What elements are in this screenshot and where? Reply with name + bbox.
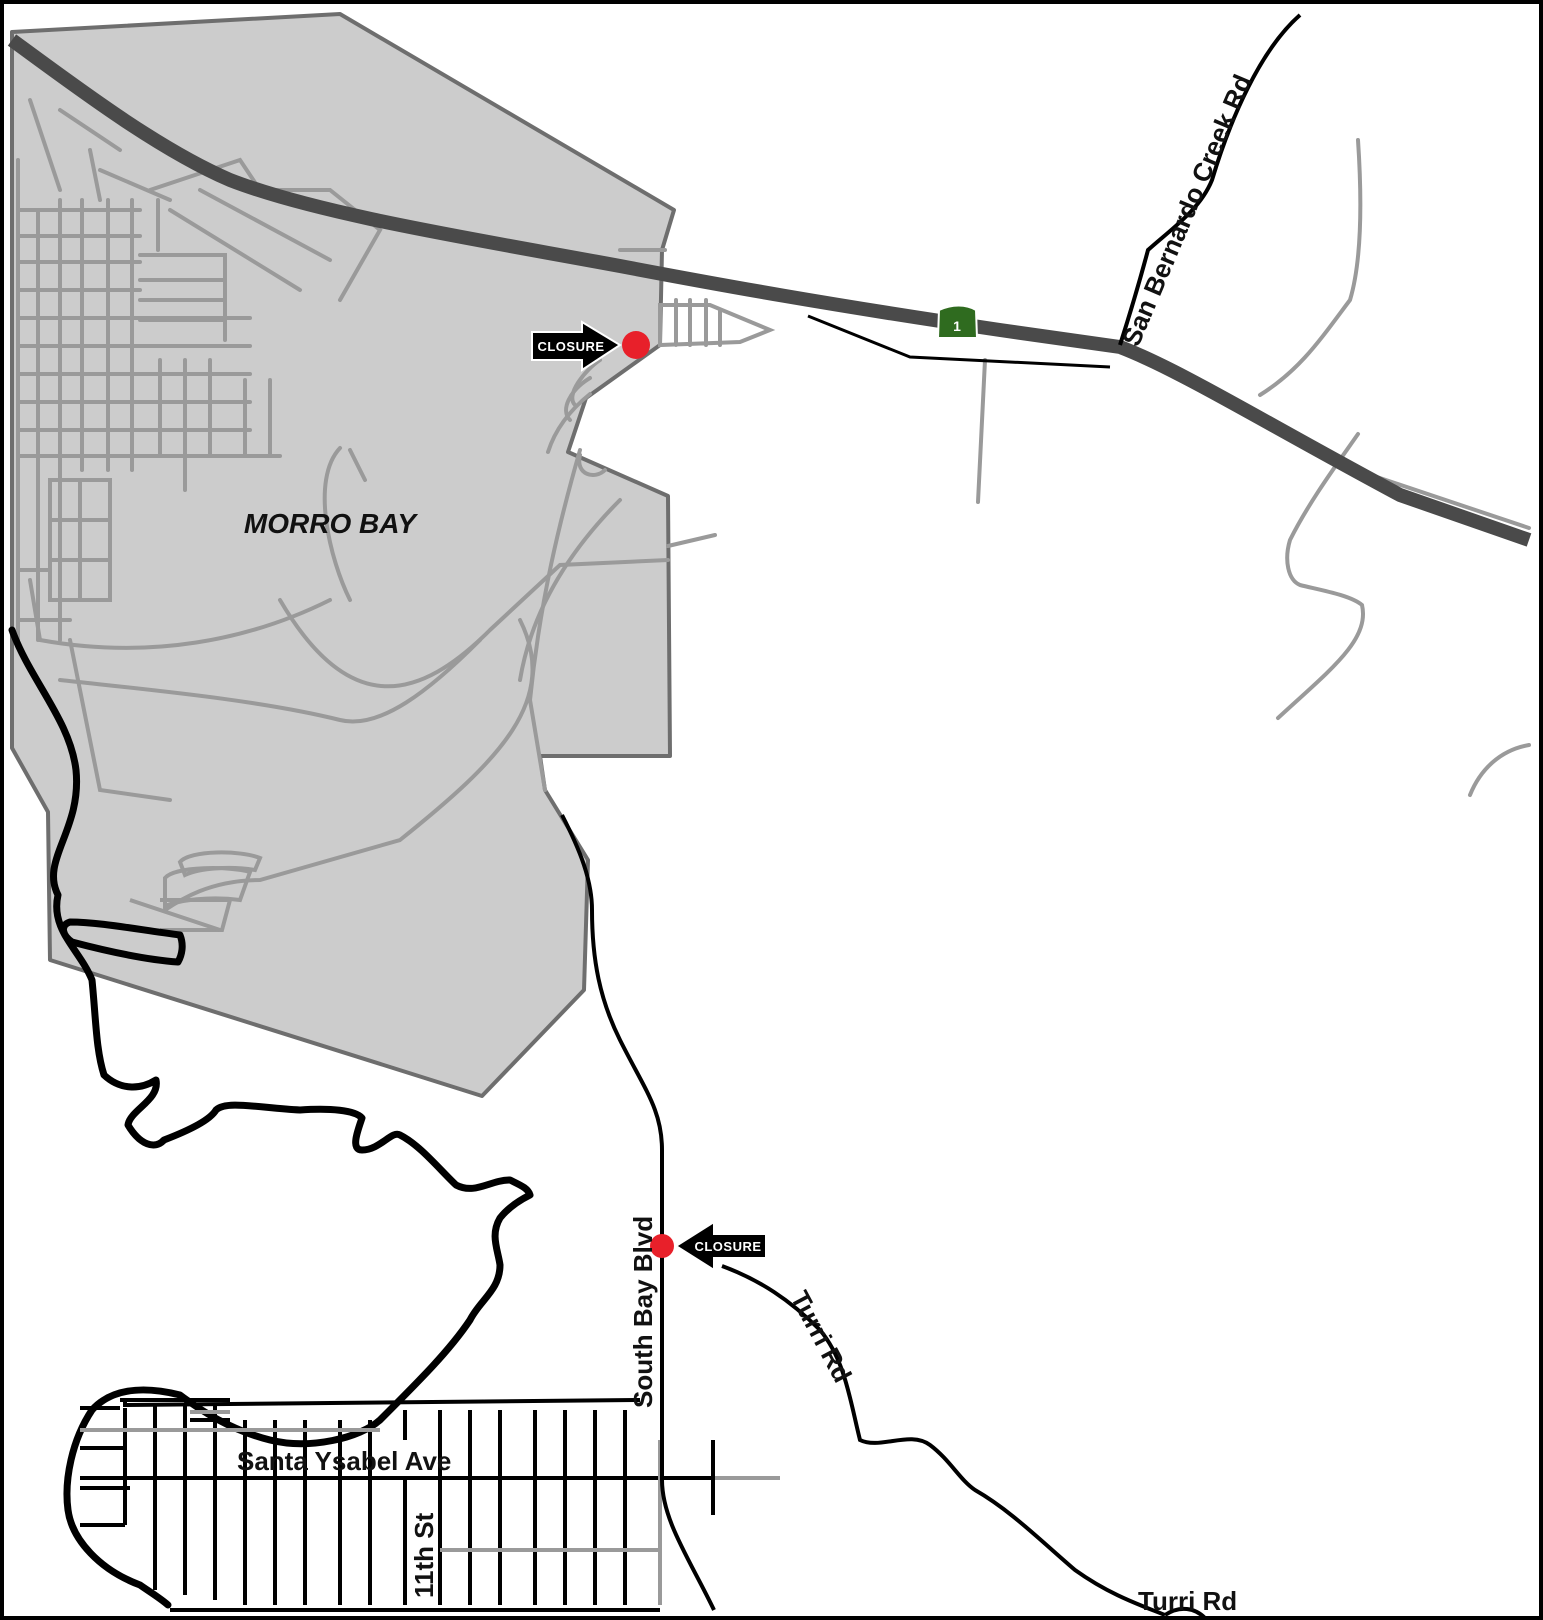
bay-shoreline: [8, 626, 534, 1609]
marina-jetty: [60, 918, 186, 966]
town-outer-road: [120, 1398, 641, 1408]
closure-point-2: [650, 1234, 674, 1258]
turri-road: [721, 1264, 1166, 1617]
town-streets: [80, 1406, 715, 1612]
shield-number: 1: [953, 318, 961, 334]
highway-1-shield: 1: [936, 304, 979, 339]
town-minor-streets: [80, 1410, 780, 1605]
highway-1: [7, 34, 1532, 547]
closure-point-1: [622, 331, 650, 359]
frontage-road: [807, 314, 1111, 369]
label-turri-rd-lower: Turri Rd: [1138, 1586, 1237, 1616]
south-bay-blvd: [560, 814, 716, 1611]
label-south-bay-blvd: South Bay Blvd: [628, 1216, 658, 1408]
turri-road-end: [1163, 1606, 1207, 1620]
campground-loops: [129, 850, 263, 932]
label-11th-st: 11th St: [409, 1512, 439, 1598]
closure-label-1: CLOSURE: [537, 339, 604, 354]
closure-marker-2: CLOSURE: [650, 1220, 767, 1272]
san-bernardo-creek-road: [1118, 13, 1302, 346]
city-streets: [16, 98, 776, 912]
closure-marker-1: CLOSURE: [531, 320, 650, 372]
label-santa-ysabel-ave: Santa Ysabel Ave: [237, 1446, 451, 1476]
city-area: [10, 12, 676, 1098]
place-label-morro-bay: MORRO BAY: [244, 508, 418, 539]
closure-label-2: CLOSURE: [694, 1239, 761, 1254]
